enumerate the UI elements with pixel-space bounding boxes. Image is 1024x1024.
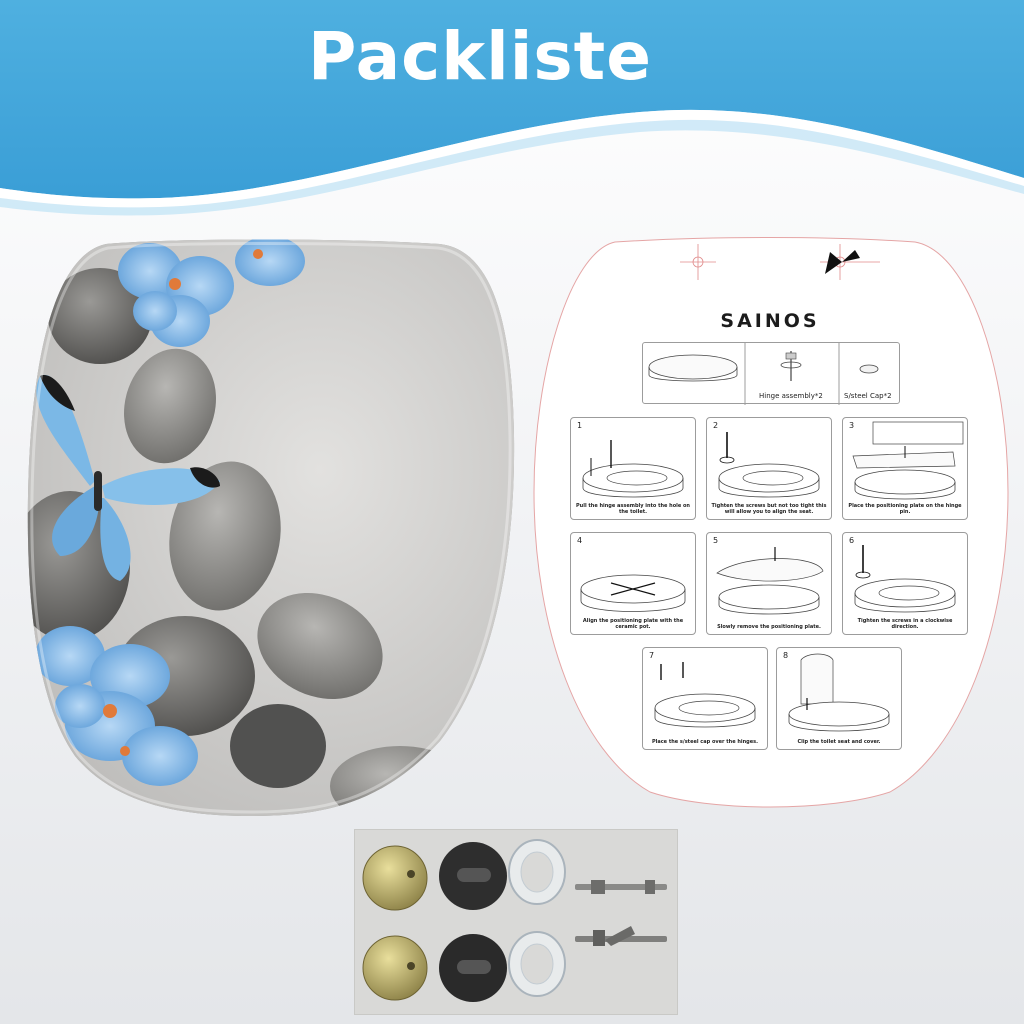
component-label-hinge: Hinge assembly*2 [759, 392, 823, 400]
flower-top [118, 239, 305, 347]
step-number: 3 [849, 421, 855, 430]
header-banner: Packliste [0, 0, 1024, 230]
bolt [575, 880, 667, 946]
stone [48, 268, 152, 364]
step-caption: Tighten the screws but not too tight thi… [711, 503, 827, 515]
hardware-photo [354, 829, 678, 1015]
step-number: 8 [783, 651, 789, 660]
step-panel-7: 7 Place the s/steel cap over the hinges. [642, 647, 768, 750]
components-panel: Hinge assembly*2 S/steel Cap*2 [642, 342, 900, 405]
toilet-seat-image [20, 236, 520, 821]
component-label-cap: S/steel Cap*2 [844, 392, 892, 400]
step-caption: Align the positioning plate with the cer… [582, 618, 684, 630]
page-title: Packliste [308, 18, 652, 95]
steel-cap [362, 845, 428, 1001]
step-caption: Place the s/steel cap over the hinges. [651, 739, 759, 745]
step-caption: Slowly remove the positioning plate. [717, 624, 821, 630]
step-number: 1 [577, 421, 583, 430]
hinge-base [439, 842, 507, 1002]
instruction-sheet: SAINOS Hinge assembly*2 S/steel Cap*2 1 … [530, 232, 1010, 817]
step-panel-2: 2 Tighten the screws but not too tight t… [706, 417, 832, 520]
butterfly [36, 374, 220, 581]
step-panel-1: 1 Pull the hinge assembly into the hole … [570, 417, 696, 520]
step-panel-3: 3 Place the positioning plate on the hin… [842, 417, 968, 520]
step-caption: Tighten the screws in a clockwise direct… [857, 618, 953, 630]
step-panel-8: 8 Clip the toilet seat and cover. [776, 647, 902, 750]
step-number: 2 [713, 421, 719, 430]
banner-wave-shape [0, 0, 1024, 216]
step-panel-5: 5 Slowly remove the positioning plate. [706, 532, 832, 635]
step-number: 5 [713, 536, 719, 545]
step-number: 7 [649, 651, 655, 660]
step-caption: Place the positioning plate on the hinge… [848, 503, 962, 515]
brand-logo: SAINOS [720, 310, 820, 332]
step-number: 6 [849, 536, 855, 545]
flower-bottom [35, 626, 198, 786]
step-caption: Clip the toilet seat and cover. [797, 739, 881, 745]
step-number: 4 [577, 536, 583, 545]
step-panel-6: 6 Tighten the screws in a clockwise dire… [842, 532, 968, 635]
step-caption: Pull the hinge assembly into the hole on… [576, 503, 690, 515]
rubber-ring [508, 839, 566, 997]
step-panel-4: 4 Align the positioning plate with the c… [570, 532, 696, 635]
